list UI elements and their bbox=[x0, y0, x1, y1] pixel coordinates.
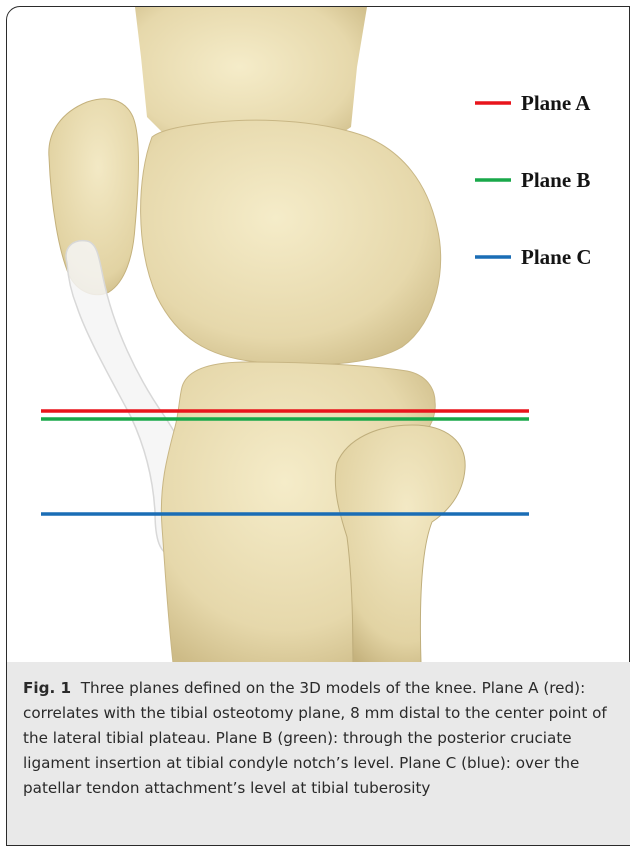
caption-label: Fig. 1 bbox=[23, 679, 71, 697]
legend-label-c: Plane C bbox=[521, 245, 592, 269]
legend-label-a: Plane A bbox=[521, 91, 591, 115]
caption-text: Fig. 1 Three planes defined on the 3D mo… bbox=[23, 676, 616, 801]
figure-caption: Fig. 1 Three planes defined on the 3D mo… bbox=[6, 662, 630, 846]
legend: Plane A Plane B Plane C bbox=[475, 91, 592, 269]
legend-label-b: Plane B bbox=[521, 168, 590, 192]
caption-body: Three planes defined on the 3D models of… bbox=[23, 679, 607, 797]
fibula-head bbox=[335, 425, 465, 663]
knee-illustration: Plane A Plane B Plane C bbox=[7, 7, 630, 663]
femoral-condyle bbox=[141, 120, 441, 365]
